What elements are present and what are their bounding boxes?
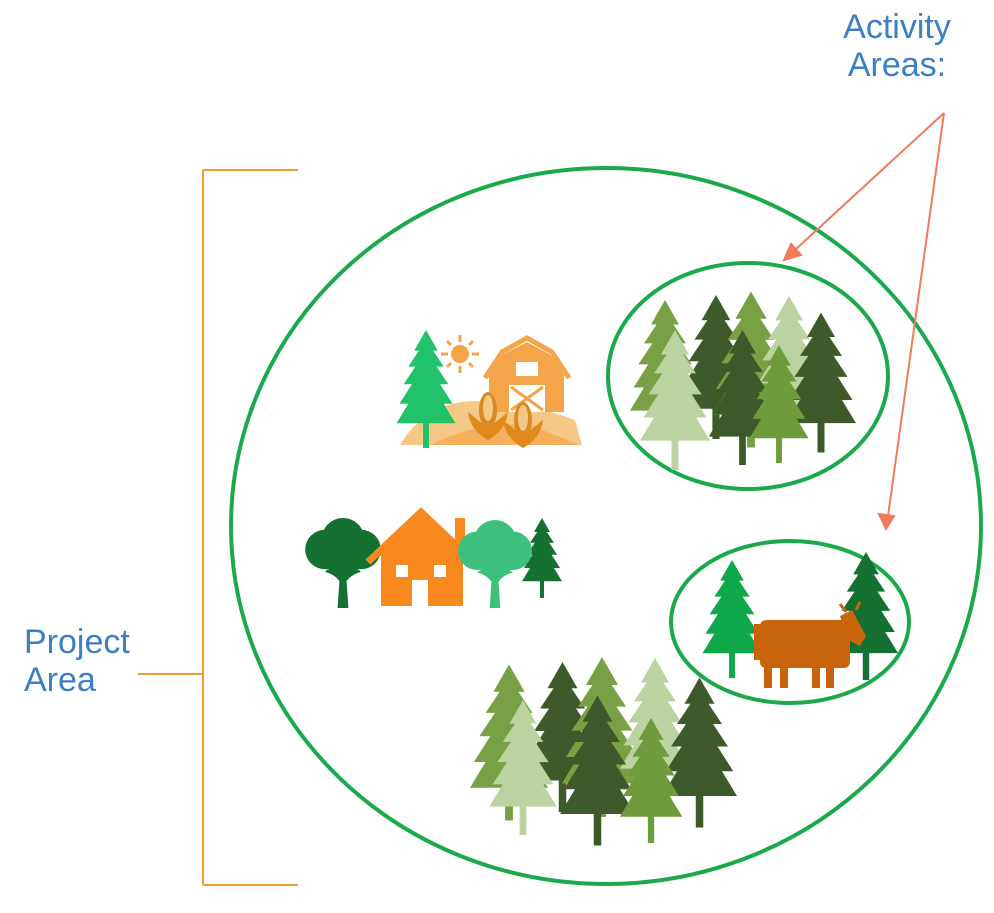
activity-areas-label: Activity Areas: [822, 8, 972, 84]
farm-icon [396, 330, 582, 448]
arrow-head-forest [782, 242, 803, 262]
project-area-bracket [138, 169, 298, 886]
activity-areas-label-line2: Areas: [847, 46, 947, 84]
cow-activity-icon [702, 552, 898, 688]
arrow-head-cow [877, 512, 896, 532]
project-area-label-line2: Area [24, 661, 96, 699]
forest-activity-icon [630, 291, 856, 470]
activity-arrows [782, 112, 945, 532]
project-area-circle [229, 166, 983, 886]
project-area-label: Project Area [24, 623, 174, 699]
activity-area-circle-forest [606, 261, 890, 491]
activity-areas-label-line1: Activity [843, 8, 951, 46]
activity-area-circle-cow [669, 539, 911, 705]
project-area-label-line1: Project [24, 623, 130, 661]
pine-forest-icon [470, 657, 737, 846]
house-with-trees-icon [305, 507, 562, 608]
